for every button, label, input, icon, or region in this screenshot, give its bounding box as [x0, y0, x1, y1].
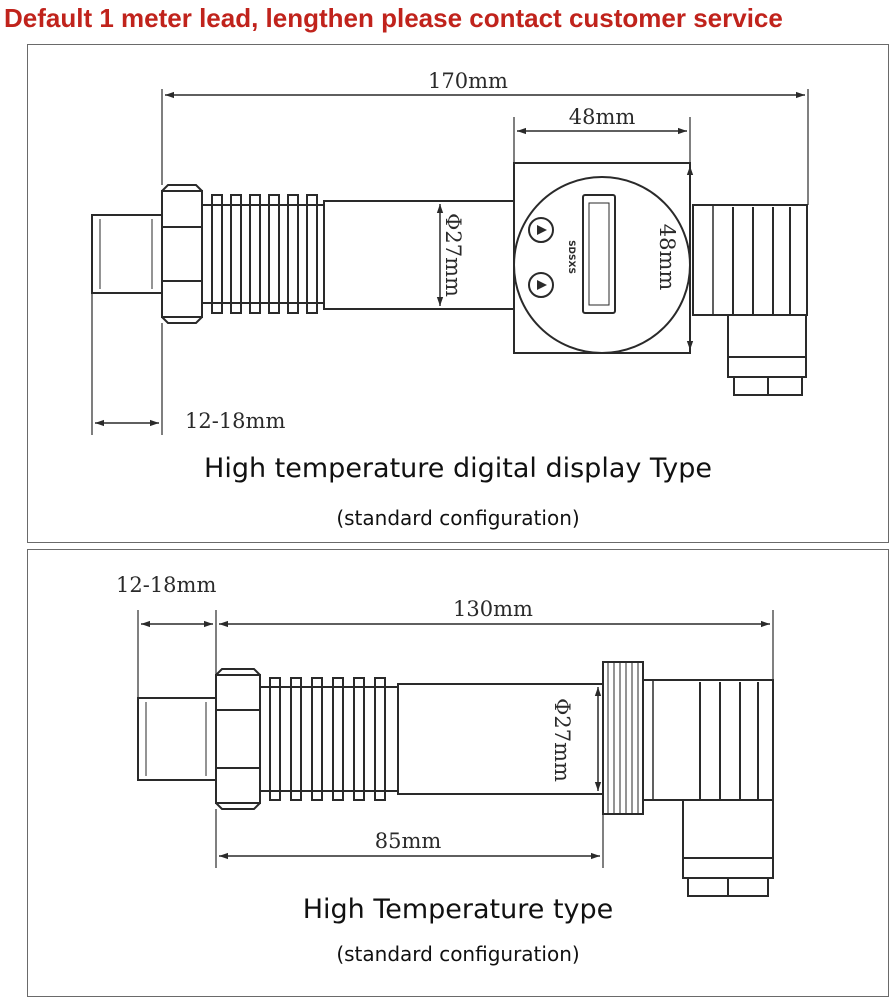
- diagram2-title: High Temperature type: [302, 894, 614, 925]
- label-thread-length: 12-18mm: [185, 409, 285, 433]
- label-170mm: 170mm: [428, 69, 508, 93]
- digital-display-type-panel: 170mm 48mm Φ27mm 48mm 12-18mm SDSXS High…: [27, 44, 889, 543]
- label-diameter: Φ27mm: [550, 698, 574, 782]
- label-48mm-width: 48mm: [569, 105, 636, 129]
- high-temperature-type-drawing: 12-18mm 130mm Φ27mm 85mm: [116, 573, 774, 897]
- label-85mm: 85mm: [375, 829, 442, 853]
- diagram1-title: High temperature digital display Type: [204, 453, 712, 484]
- label-diameter: Φ27mm: [441, 213, 465, 297]
- lead-length-notice: Default 1 meter lead, lengthen please co…: [4, 3, 783, 33]
- display-brand-label: SDSXS: [566, 240, 576, 274]
- diagram1-subtitle: (standard configuration): [336, 506, 580, 530]
- knurled-ring: [602, 661, 644, 815]
- high-temperature-type-panel: 12-18mm 130mm Φ27mm 85mm High Temperatur…: [27, 549, 889, 997]
- thread-fitting: [137, 697, 217, 781]
- hex-nut: [161, 184, 203, 324]
- cooling-fins: [202, 194, 324, 314]
- label-thread-length: 12-18mm: [116, 573, 216, 597]
- label-48mm-height: 48mm: [655, 224, 679, 291]
- up-button-icon: [537, 225, 547, 235]
- hex-nut: [215, 668, 261, 810]
- body-tube: [323, 200, 515, 310]
- down-button-icon: [537, 280, 547, 290]
- digital-display-type-drawing: 170mm 48mm Φ27mm 48mm 12-18mm SDSXS: [91, 69, 809, 435]
- cable-connector: [642, 679, 774, 897]
- cooling-fins: [260, 677, 398, 801]
- cable-connector: [692, 204, 808, 396]
- diagram2-subtitle: (standard configuration): [336, 942, 580, 966]
- label-130mm: 130mm: [453, 597, 533, 621]
